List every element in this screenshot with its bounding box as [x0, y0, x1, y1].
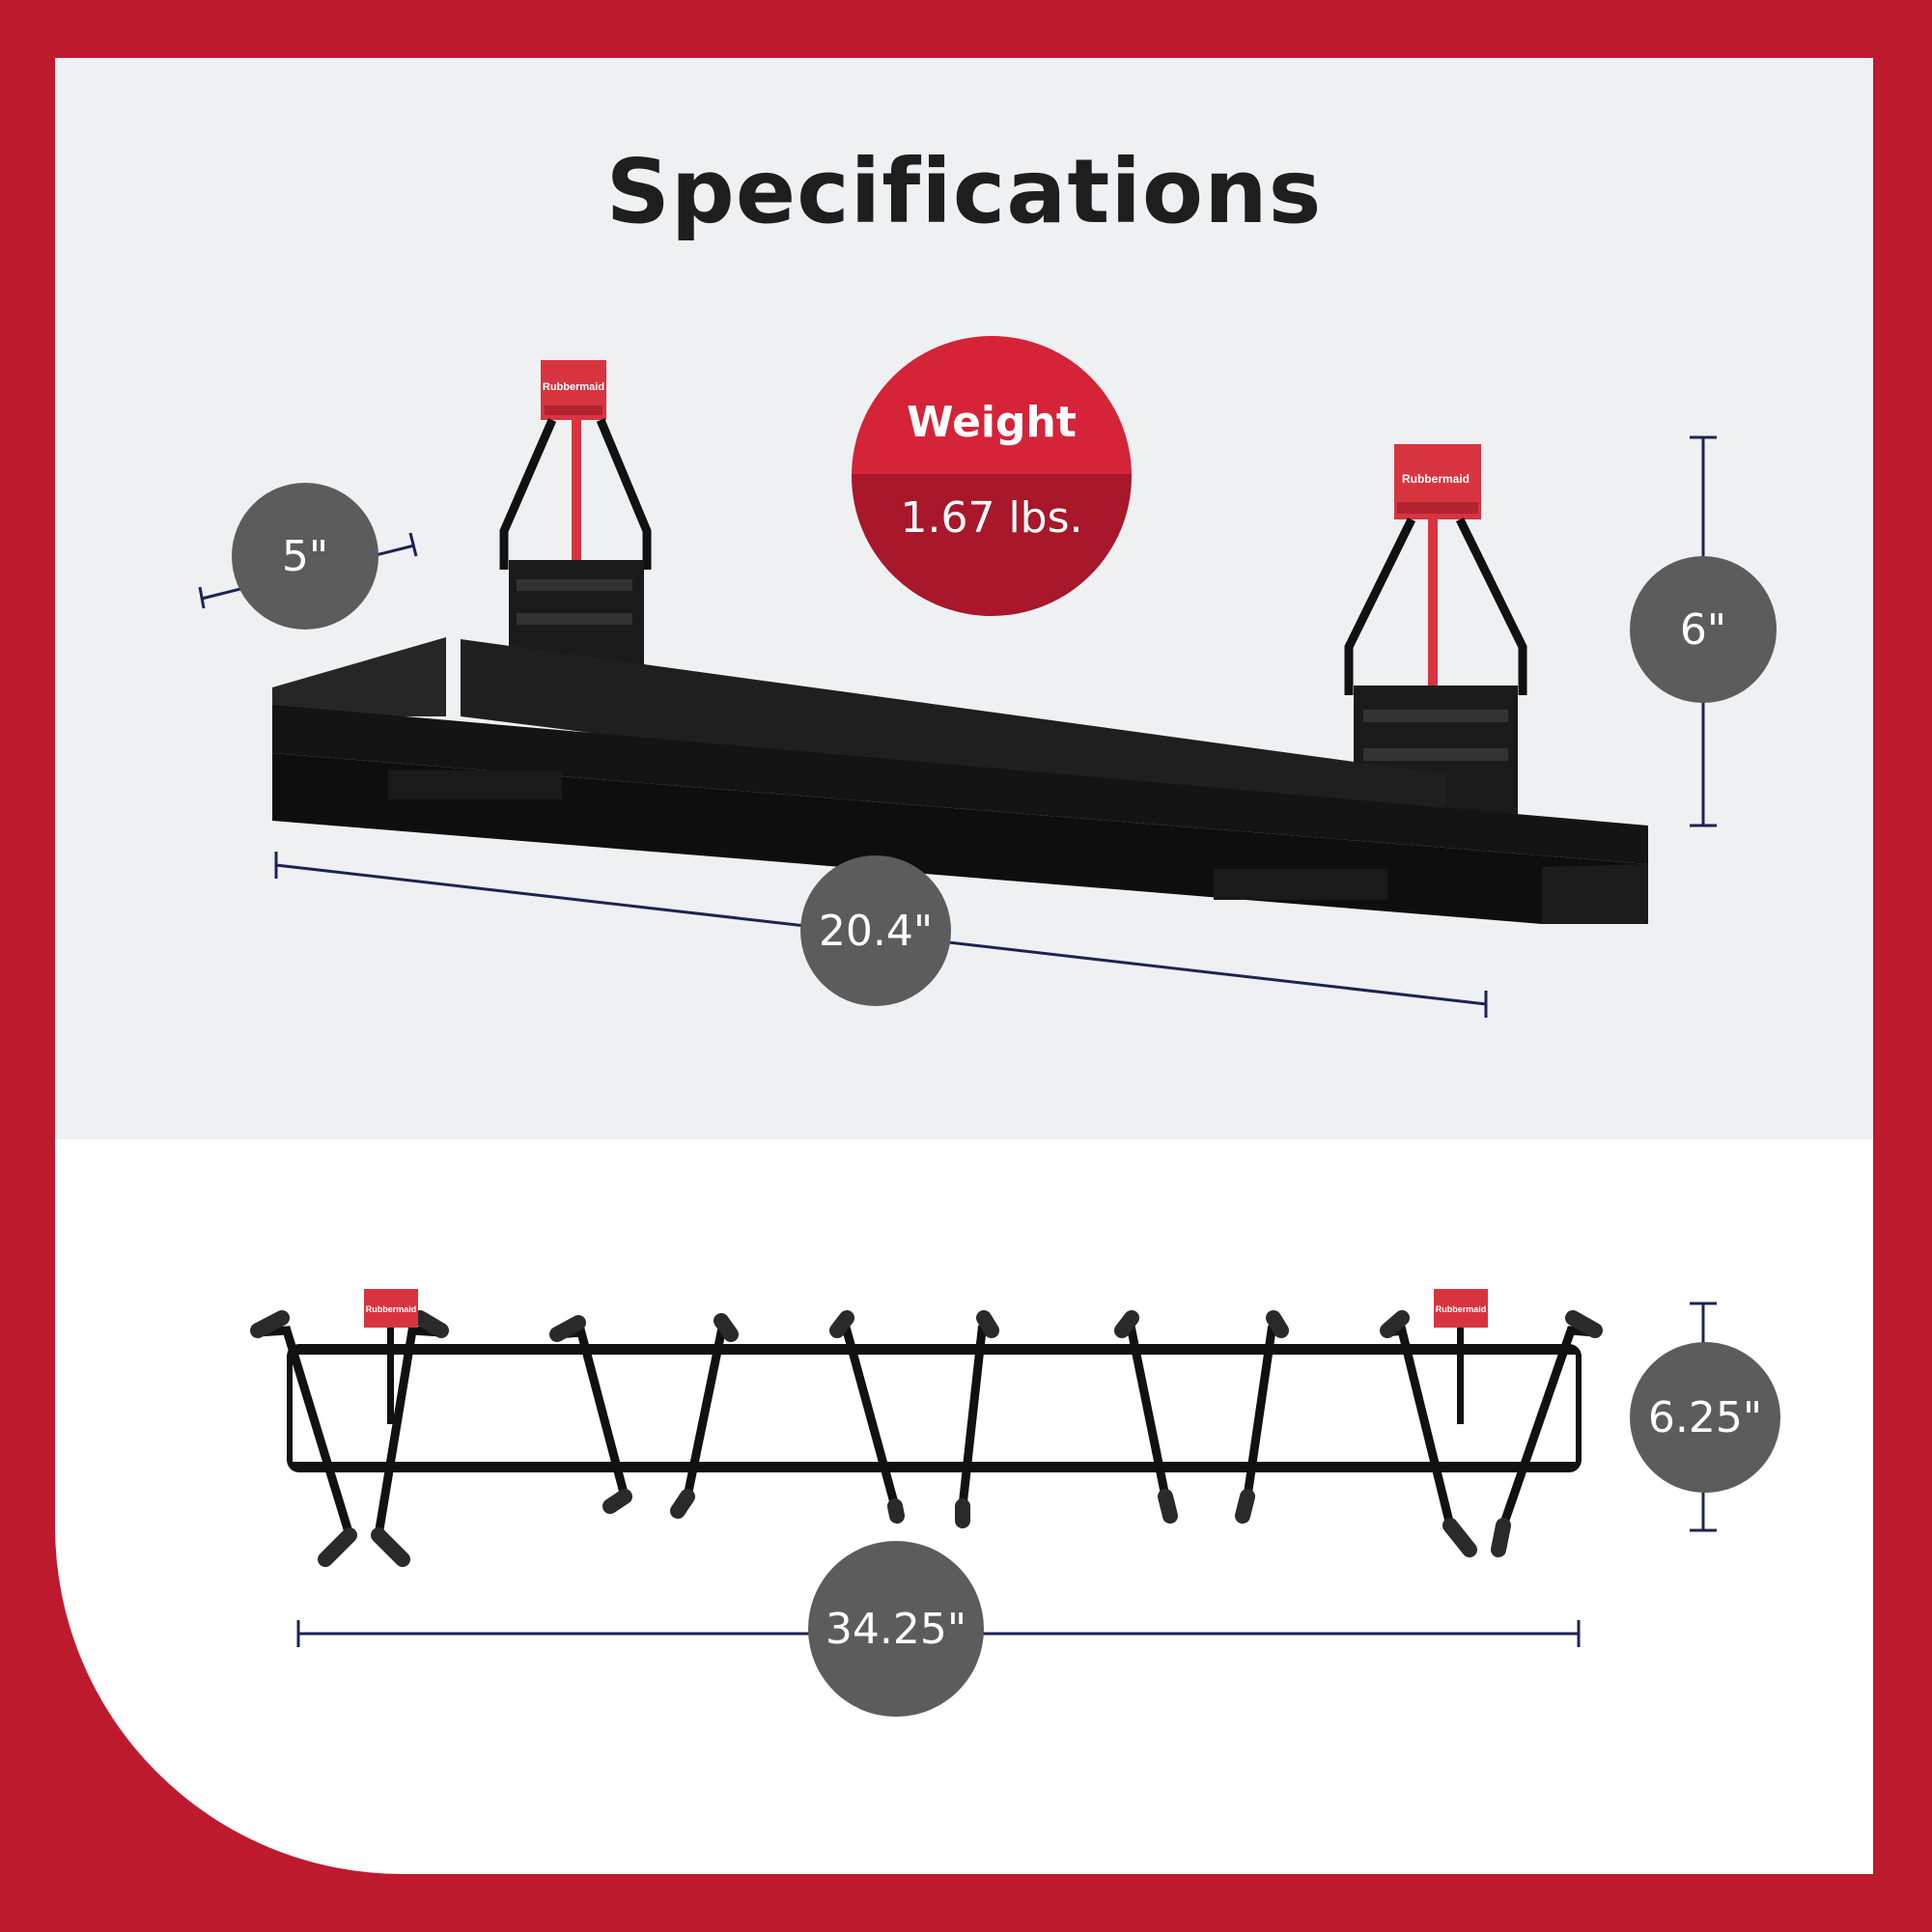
weight-label: Weight	[852, 336, 1132, 474]
rack-right-bracket: Rubbermaid	[1434, 1289, 1488, 1424]
shelf-image: Rubbermaid Rubbermaid	[272, 360, 1648, 924]
shelf-tray	[272, 637, 1648, 924]
rack-left-bracket: Rubbermaid	[364, 1289, 418, 1424]
rack-width-badge: 34.25"	[808, 1541, 984, 1717]
rack-left-brand-logo: Rubbermaid	[366, 1304, 417, 1314]
shelf-left-brand-logo: Rubbermaid	[543, 381, 604, 393]
rack-image: Rubbermaid Rubbermaid	[250, 1289, 1603, 1567]
rack-dimension-lines	[296, 1302, 1717, 1647]
shelf-right-brand-logo: Rubbermaid	[1402, 472, 1470, 486]
rack-right-brand-logo: Rubbermaid	[1436, 1304, 1487, 1314]
height-badge: 6"	[1630, 556, 1777, 703]
shelf-left-bracket: Rubbermaid	[499, 360, 652, 666]
weight-badge: Weight 1.67 lbs.	[852, 336, 1132, 616]
shelf-right-bracket: Rubbermaid	[1344, 444, 1527, 816]
width-badge: 20.4"	[800, 855, 951, 1006]
weight-value: 1.67 lbs.	[852, 474, 1132, 616]
page-title: Specifications	[605, 140, 1323, 243]
rack-height-badge: 6.25"	[1630, 1342, 1780, 1493]
content-panel: Rubbermaid Rubbermaid	[55, 58, 1873, 1874]
product-illustrations: Rubbermaid Rubbermaid	[198, 360, 1717, 1647]
depth-badge: 5"	[232, 483, 378, 630]
